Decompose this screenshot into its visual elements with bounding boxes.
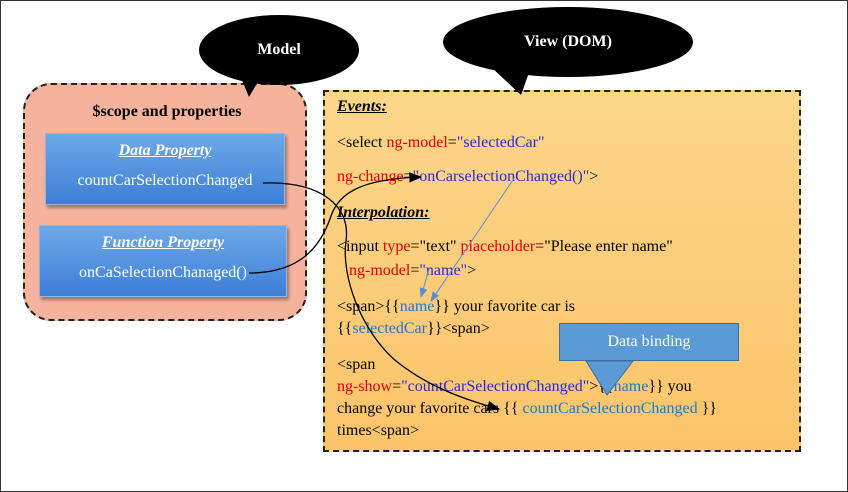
binding-arrow-selectedcar [430, 176, 516, 302]
code-line-change: ng-change="onCarselectionChanged()"> [337, 168, 598, 186]
model-callout: Model [199, 15, 359, 85]
show-attr: ng-show [337, 378, 393, 395]
change-b-open: {{ [503, 400, 523, 417]
show-name: name [613, 378, 649, 395]
code-line-span1: <span>{{name}} your favorite car is [337, 298, 575, 316]
view-box: Events: <select ng-model="selectedCar" n… [323, 90, 801, 452]
span1-b-close: }}<span> [426, 320, 490, 337]
code-line-change-text: change your favorite cars {{ countCarSel… [337, 400, 717, 418]
span1-rest: }} your favorite car is [434, 298, 576, 315]
code-line-times: times<span> [337, 422, 420, 439]
code-line-show: ng-show="countCarSelectionChanged">{{nam… [337, 378, 692, 396]
data-property-title: Data Property [118, 142, 212, 159]
function-property-title: Function Property [101, 234, 225, 251]
model-box: $scope and properties Data Property coun… [23, 83, 307, 321]
data-binding-callout: Data binding [559, 323, 739, 361]
code-line-input-model: ng-model="name"> [349, 262, 476, 280]
placeholder-attr: placeholder [460, 238, 536, 255]
span1-name: name [399, 298, 435, 315]
code-line-select: <select ng-model="selectedCar" [337, 134, 545, 152]
placeholder-val: ="Please enter name" [535, 238, 673, 255]
show-rest-b: }} you [648, 378, 692, 395]
select-val: "selectedCar" [456, 134, 545, 151]
data-property-card: Data Property countCarSelectionChanged [45, 133, 285, 205]
span1-b-open: {{ [337, 320, 353, 337]
change-text: change your favorite cars [337, 400, 504, 417]
function-property-value: onCaSelectionChanaged() [79, 264, 247, 281]
function-property-connector [248, 172, 423, 274]
data-property-value: countCarSelectionChanged [77, 172, 253, 189]
input-model-eq: = [410, 262, 420, 279]
binding-arrow-name [419, 268, 430, 298]
show-eq: = [392, 378, 402, 395]
code-line-input: <input type="text" placeholder="Please e… [337, 238, 673, 256]
change-eq: = [403, 168, 413, 185]
input-model-attr: ng-model [349, 262, 411, 279]
data-property-connector [262, 182, 501, 411]
input-close: > [467, 262, 477, 279]
change-b-close: }} [697, 400, 717, 417]
select-open: <select [337, 134, 387, 151]
change-val: "onCarselectionChanged()" [412, 168, 590, 185]
input-model-val: "name" [419, 262, 468, 279]
data-binding-pointer [585, 360, 635, 396]
select-eq: = [447, 134, 457, 151]
code-line-span2: <span [337, 356, 376, 373]
select-attr: ng-model [386, 134, 448, 151]
model-title: $scope and properties [92, 103, 242, 120]
type-attr: type [382, 238, 411, 255]
code-line-span1-b: {{selectedCar}}<span> [337, 320, 490, 338]
change-close: > [589, 168, 599, 185]
change-b-var: countCarSelectionChanged [522, 400, 698, 417]
interpolation-heading: Interpolation: [337, 204, 430, 221]
type-val: ="text" [410, 238, 461, 255]
change-attr: ng-change [337, 168, 404, 185]
view-callout: View (DOM) [443, 7, 693, 77]
input-open: <input [337, 238, 383, 255]
function-property-card: Function Property onCaSelectionChanaged(… [39, 225, 287, 297]
span1-open: <span>{{ [337, 298, 400, 315]
events-heading: Events: [337, 98, 387, 115]
show-val: "countCarSelectionChanged" [401, 378, 590, 395]
